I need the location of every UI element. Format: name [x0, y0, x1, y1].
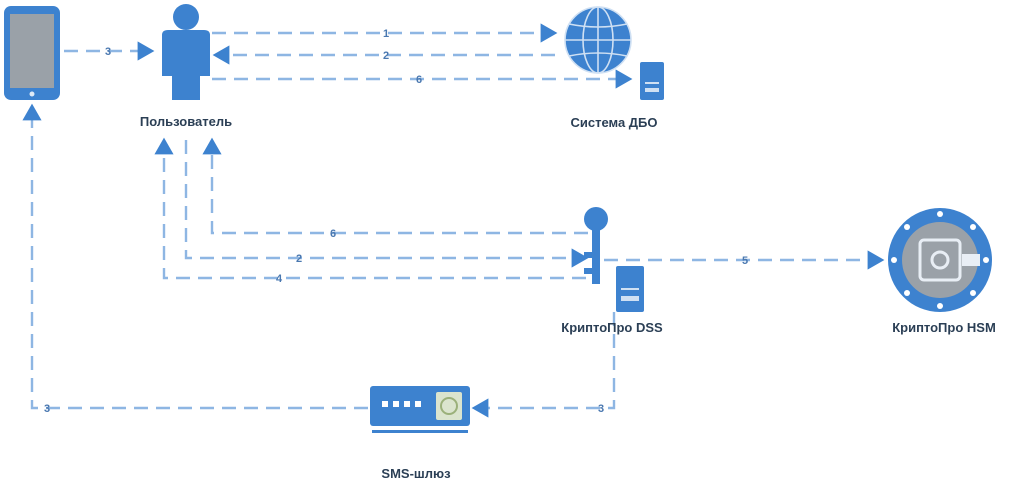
- smartphone-icon: [4, 6, 60, 100]
- dss-server-icon: [616, 266, 644, 312]
- edge-user-to-dss: 2: [184, 140, 589, 268]
- svg-text:3: 3: [44, 403, 50, 415]
- svg-text:1: 1: [383, 28, 389, 40]
- edge-phone-to-user: 3: [64, 41, 155, 61]
- svg-text:3: 3: [105, 46, 111, 58]
- svg-text:6: 6: [330, 228, 336, 240]
- sms-label: SMS-шлюз: [381, 466, 451, 481]
- gateway-device-icon: [370, 386, 470, 433]
- svg-text:6: 6: [416, 74, 422, 86]
- edge-user-to-dbo: 1: [212, 23, 558, 43]
- safe-vault-icon: [888, 208, 992, 312]
- globe-icon: [564, 6, 632, 74]
- dss-label: КриптоПро DSS: [561, 320, 663, 335]
- edge-dss-hsm: 5: [604, 250, 885, 270]
- person-icon: [162, 4, 210, 100]
- svg-text:4: 4: [276, 273, 283, 285]
- svg-text:3: 3: [598, 403, 604, 415]
- edge-dss-to-user-lower: 4: [154, 137, 586, 285]
- svg-text:2: 2: [383, 50, 389, 62]
- hsm-label: КриптоПро HSM: [892, 320, 996, 335]
- edge-user-to-dbo-server: 6: [212, 69, 633, 89]
- dbo-label: Система ДБО: [570, 115, 658, 130]
- user-label: Пользователь: [139, 114, 233, 129]
- server-icon: [640, 62, 664, 100]
- edge-dss-to-sms: 3: [471, 312, 616, 418]
- svg-text:5: 5: [742, 255, 748, 267]
- svg-text:2: 2: [296, 253, 302, 265]
- edge-dss-to-user: 6: [202, 137, 588, 240]
- edge-sms-to-phone: 3: [22, 103, 368, 415]
- edge-dbo-to-user: 2: [212, 45, 555, 65]
- key-icon: [584, 207, 608, 284]
